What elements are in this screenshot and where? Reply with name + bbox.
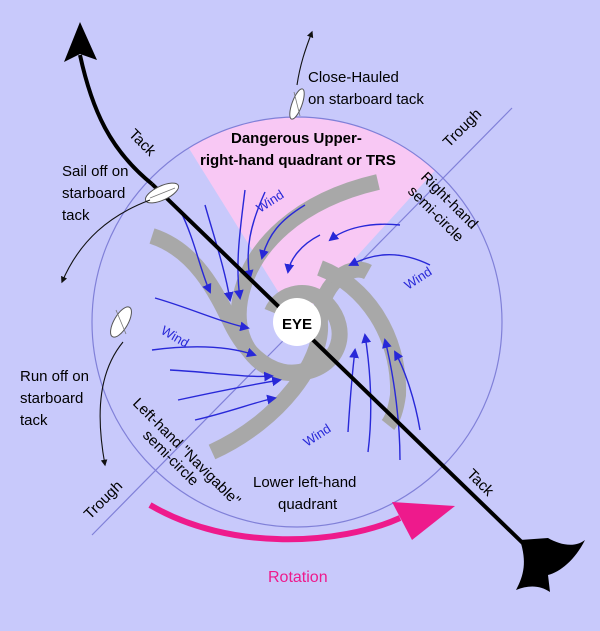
run-off-label: tack [20, 412, 48, 429]
lower-quadrant-label: Lower left-hand [253, 474, 356, 491]
boat-icon [110, 306, 132, 338]
course-arrow [99, 341, 124, 467]
wind-arrows [151, 189, 431, 461]
dangerous-quadrant-label: Dangerous Upper- [231, 130, 362, 147]
boat-course-arrows [61, 30, 314, 467]
course-arrow [61, 199, 151, 284]
boat-icon [289, 88, 305, 120]
eye-circle [273, 298, 321, 346]
close-hauled-label: Close-Hauled [308, 69, 399, 86]
wind-arrow [284, 234, 321, 274]
arrow-icon [64, 22, 97, 62]
storm-circle [91, 116, 503, 528]
eye-label: EYE [282, 316, 312, 333]
tack-line [150, 182, 534, 554]
close-hauled-label: on starboard tack [308, 91, 424, 108]
wind-arrow [328, 223, 401, 242]
wind-arrow [204, 204, 234, 302]
boat-icon [144, 182, 180, 204]
wind-arrow [169, 369, 274, 382]
wind-arrow [177, 376, 282, 401]
lower-quadrant-label: quadrant [278, 496, 338, 513]
wind-arrow [394, 350, 421, 431]
tack-tail-icon [516, 538, 585, 592]
run-off-label: Run off on [20, 368, 89, 385]
rotation-arrowhead-icon [392, 502, 455, 540]
sail-off-label: Sail off on [62, 163, 128, 180]
wind-arrow [259, 204, 306, 260]
wind-arrow [233, 189, 246, 300]
rotation-label: Rotation [268, 569, 328, 586]
run-off-label: starboard [20, 390, 83, 407]
sail-off-label: tack [62, 207, 90, 224]
wind-arrow [347, 348, 359, 433]
sail-off-label: starboard [62, 185, 125, 202]
wind-arrow [151, 346, 257, 358]
dangerous-quadrant-label: right-hand quadrant or TRS [200, 152, 396, 169]
wind-arrow [348, 254, 431, 266]
wind-arrow [154, 297, 250, 332]
wind-arrow [194, 394, 277, 421]
rotation-arc [148, 502, 402, 543]
wind-arrow [179, 209, 212, 294]
course-arrow [296, 30, 314, 86]
wind-arrow [243, 191, 266, 280]
tack-line-curve [78, 54, 154, 186]
wind-arrow [382, 338, 401, 461]
